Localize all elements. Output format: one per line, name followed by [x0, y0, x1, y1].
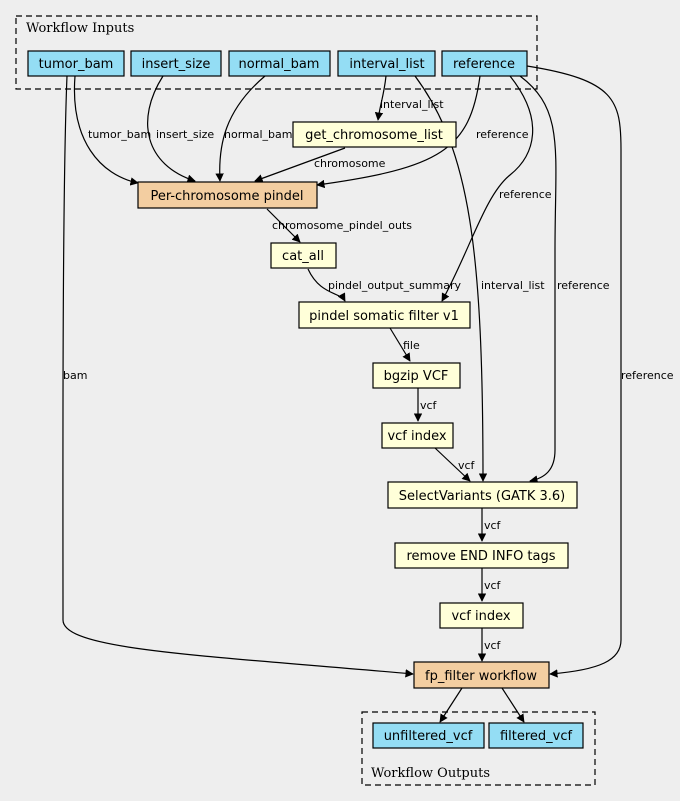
- edge-reference-pindel: [316, 75, 481, 189]
- svg-text:vcf index: vcf index: [451, 609, 510, 624]
- node-tumor-bam: tumor_bam: [27, 50, 125, 77]
- node-per-chromosome-pindel: Per-chromosome pindel: [137, 181, 318, 209]
- edge-label-tumor-bam: tumor_bam: [88, 128, 151, 141]
- svg-text:remove END INFO tags: remove END INFO tags: [406, 549, 555, 564]
- node-unfiltered-vcf: unfiltered_vcf: [372, 722, 485, 749]
- workflow-outputs-title: Workflow Outputs: [371, 766, 490, 781]
- svg-text:filtered_vcf: filtered_vcf: [500, 729, 573, 744]
- edge-reference-select: [519, 75, 557, 484]
- svg-text:fp_filter workflow: fp_filter workflow: [425, 669, 537, 684]
- edge-to-filtered: [501, 687, 525, 723]
- edge-label-bam: bam: [63, 369, 87, 382]
- edge-label-chromosome-pindel-outs: chromosome_pindel_outs: [272, 219, 412, 232]
- svg-text:unfiltered_vcf: unfiltered_vcf: [384, 729, 473, 744]
- node-vcf-index-2: vcf index: [439, 602, 524, 629]
- workflow-inputs-title: Workflow Inputs: [26, 21, 134, 36]
- edge-label-reference-select: reference: [557, 279, 610, 292]
- node-cat-all: cat_all: [270, 242, 337, 269]
- edge-to-unfiltered: [439, 687, 463, 723]
- edge-label-vcf-1: vcf: [420, 399, 438, 412]
- edge-reference-filter: [441, 75, 534, 302]
- edge-label-vcf-4: vcf: [484, 579, 502, 592]
- node-pindel-somatic-filter: pindel somatic filter v1: [298, 301, 471, 329]
- svg-text:reference: reference: [453, 57, 515, 72]
- edge-normal-bam: [215, 75, 266, 182]
- edge-interval-list-chrom: [374, 75, 387, 121]
- workflow-inputs-cluster: Workflow Inputs: [15, 15, 538, 90]
- svg-text:vcf index: vcf index: [387, 429, 446, 444]
- node-reference: reference: [441, 50, 528, 77]
- edge-interval-list-select: [414, 75, 488, 482]
- node-bgzip-vcf: bgzip VCF: [372, 362, 461, 389]
- svg-text:get_chromosome_list: get_chromosome_list: [305, 128, 443, 143]
- edge-pindel-output-summary: [307, 268, 346, 302]
- edge-label-vcf-2: vcf: [458, 459, 476, 472]
- node-normal-bam: normal_bam: [228, 50, 331, 77]
- edge-label-pindel-output-summary: pindel_output_summary: [328, 279, 461, 292]
- svg-text:SelectVariants (GATK 3.6): SelectVariants (GATK 3.6): [399, 489, 566, 504]
- edge-insert-size: [147, 75, 196, 183]
- svg-text:insert_size: insert_size: [142, 57, 211, 72]
- node-interval-list: interval_list: [337, 50, 436, 77]
- svg-text:pindel somatic filter v1: pindel somatic filter v1: [309, 309, 459, 324]
- svg-text:Per-chromosome pindel: Per-chromosome pindel: [150, 189, 303, 204]
- workflow-outputs-cluster: Workflow Outputs: [361, 711, 596, 786]
- edge-reference-fp: [526, 65, 622, 678]
- edge-chromosome: [254, 147, 346, 183]
- node-insert-size: insert_size: [130, 50, 222, 77]
- edge-label-interval-list-select: interval_list: [481, 279, 545, 292]
- node-vcf-index-1: vcf index: [381, 422, 454, 449]
- edge-label-file: file: [403, 339, 420, 352]
- edge-label-reference-fp: reference: [621, 369, 674, 382]
- nodes: tumor_bam insert_size normal_bam interva…: [27, 50, 584, 749]
- svg-text:cat_all: cat_all: [282, 249, 324, 264]
- edge-vcf-2: [434, 447, 471, 482]
- edge-bam: [62, 75, 414, 678]
- edge-label-vcf-3: vcf: [484, 519, 502, 532]
- node-get-chromosome-list: get_chromosome_list: [292, 121, 457, 148]
- edge-tumor-bam: [73, 75, 139, 186]
- svg-text:normal_bam: normal_bam: [239, 57, 320, 72]
- edge-chromosome-pindel-outs: [266, 208, 301, 243]
- edge-label-insert-size: insert_size: [156, 128, 214, 141]
- edge-file: [389, 327, 411, 362]
- edge-label-normal-bam: normal_bam: [224, 128, 292, 141]
- node-fp-filter-workflow: fp_filter workflow: [413, 661, 550, 689]
- edge-label-reference-filter: reference: [499, 188, 552, 201]
- svg-text:interval_list: interval_list: [349, 57, 424, 72]
- edges: tumor_bam insert_size normal_bam interva…: [62, 65, 674, 723]
- edge-label-reference-pindel: reference: [476, 128, 529, 141]
- edge-label-vcf-5: vcf: [484, 639, 502, 652]
- edge-label-chromosome: chromosome: [314, 157, 386, 170]
- node-filtered-vcf: filtered_vcf: [488, 722, 584, 749]
- edge-label-interval-list-chrom: interval_list: [380, 98, 444, 111]
- svg-text:tumor_bam: tumor_bam: [39, 57, 114, 72]
- node-select-variants: SelectVariants (GATK 3.6): [387, 481, 578, 509]
- node-remove-end-info-tags: remove END INFO tags: [394, 542, 569, 569]
- svg-text:bgzip VCF: bgzip VCF: [384, 369, 449, 384]
